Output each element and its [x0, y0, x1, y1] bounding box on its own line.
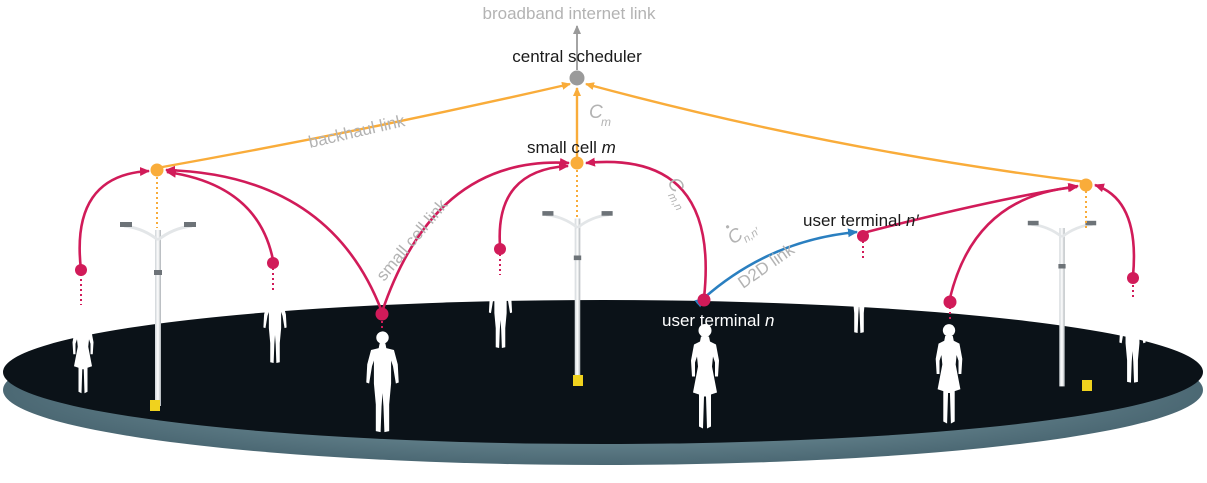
cm-label: C m	[589, 102, 611, 129]
small-cell-node-icon	[150, 163, 164, 177]
backhaul-link-label: backhaul link	[307, 111, 408, 152]
user-nodes	[75, 230, 1139, 321]
internet-link-label: broadband internet link	[483, 4, 656, 23]
cnn-label: C n,n′	[724, 224, 763, 249]
cell-droplines	[156, 165, 1087, 228]
user-node-icon	[494, 243, 506, 255]
cell-nodes	[150, 156, 1093, 192]
small-cell-label: small cell m	[527, 138, 616, 157]
d2d-link-label: D2D link	[734, 240, 798, 293]
backhaul-links	[156, 81, 1087, 184]
d2d-link-arrow	[694, 228, 858, 308]
small-cell-link-label: small cell link	[373, 195, 452, 284]
user-node-icon	[1127, 272, 1139, 284]
small-cell-node-icon	[570, 156, 584, 170]
user-droplines	[80, 236, 1134, 330]
user-terminal-n-index: n	[765, 311, 774, 330]
user-node-icon	[267, 257, 279, 269]
user-terminal-nprime-text: user terminal	[803, 211, 906, 230]
small-cell-links	[78, 157, 1136, 313]
streetlight-right	[1026, 219, 1098, 391]
user-terminal-n-text: user terminal	[662, 311, 765, 330]
streetlight-left	[118, 220, 198, 411]
user-node-icon	[943, 295, 957, 309]
scheduler-label: central scheduler	[512, 47, 642, 66]
cmn-label: C m,n	[663, 174, 688, 213]
cm-symbol: C	[589, 102, 603, 123]
small-cell-text: small cell	[527, 138, 602, 157]
cm-subscript: m	[601, 115, 611, 129]
user-terminal-nprime-index: n′	[906, 211, 919, 230]
user-node-icon	[75, 264, 87, 276]
small-cell-index: m	[602, 138, 616, 157]
streetlight-base-icon	[1082, 380, 1092, 391]
user-node-icon	[375, 307, 389, 321]
small-cell-node-icon	[1079, 178, 1093, 192]
streetlight-base-icon	[573, 375, 583, 386]
streetlight-base-icon	[150, 400, 160, 411]
user-terminal-nprime-label: user terminal n′	[803, 211, 919, 230]
user-terminal-n-label: user terminal n	[662, 311, 774, 330]
cmn-subscript: m,n	[665, 191, 685, 213]
ground-platform	[3, 300, 1203, 465]
user-node-icon	[857, 230, 869, 242]
user-node-icon	[697, 293, 711, 307]
streetlight-center	[542, 211, 612, 386]
scheduler-node-icon	[569, 70, 585, 86]
